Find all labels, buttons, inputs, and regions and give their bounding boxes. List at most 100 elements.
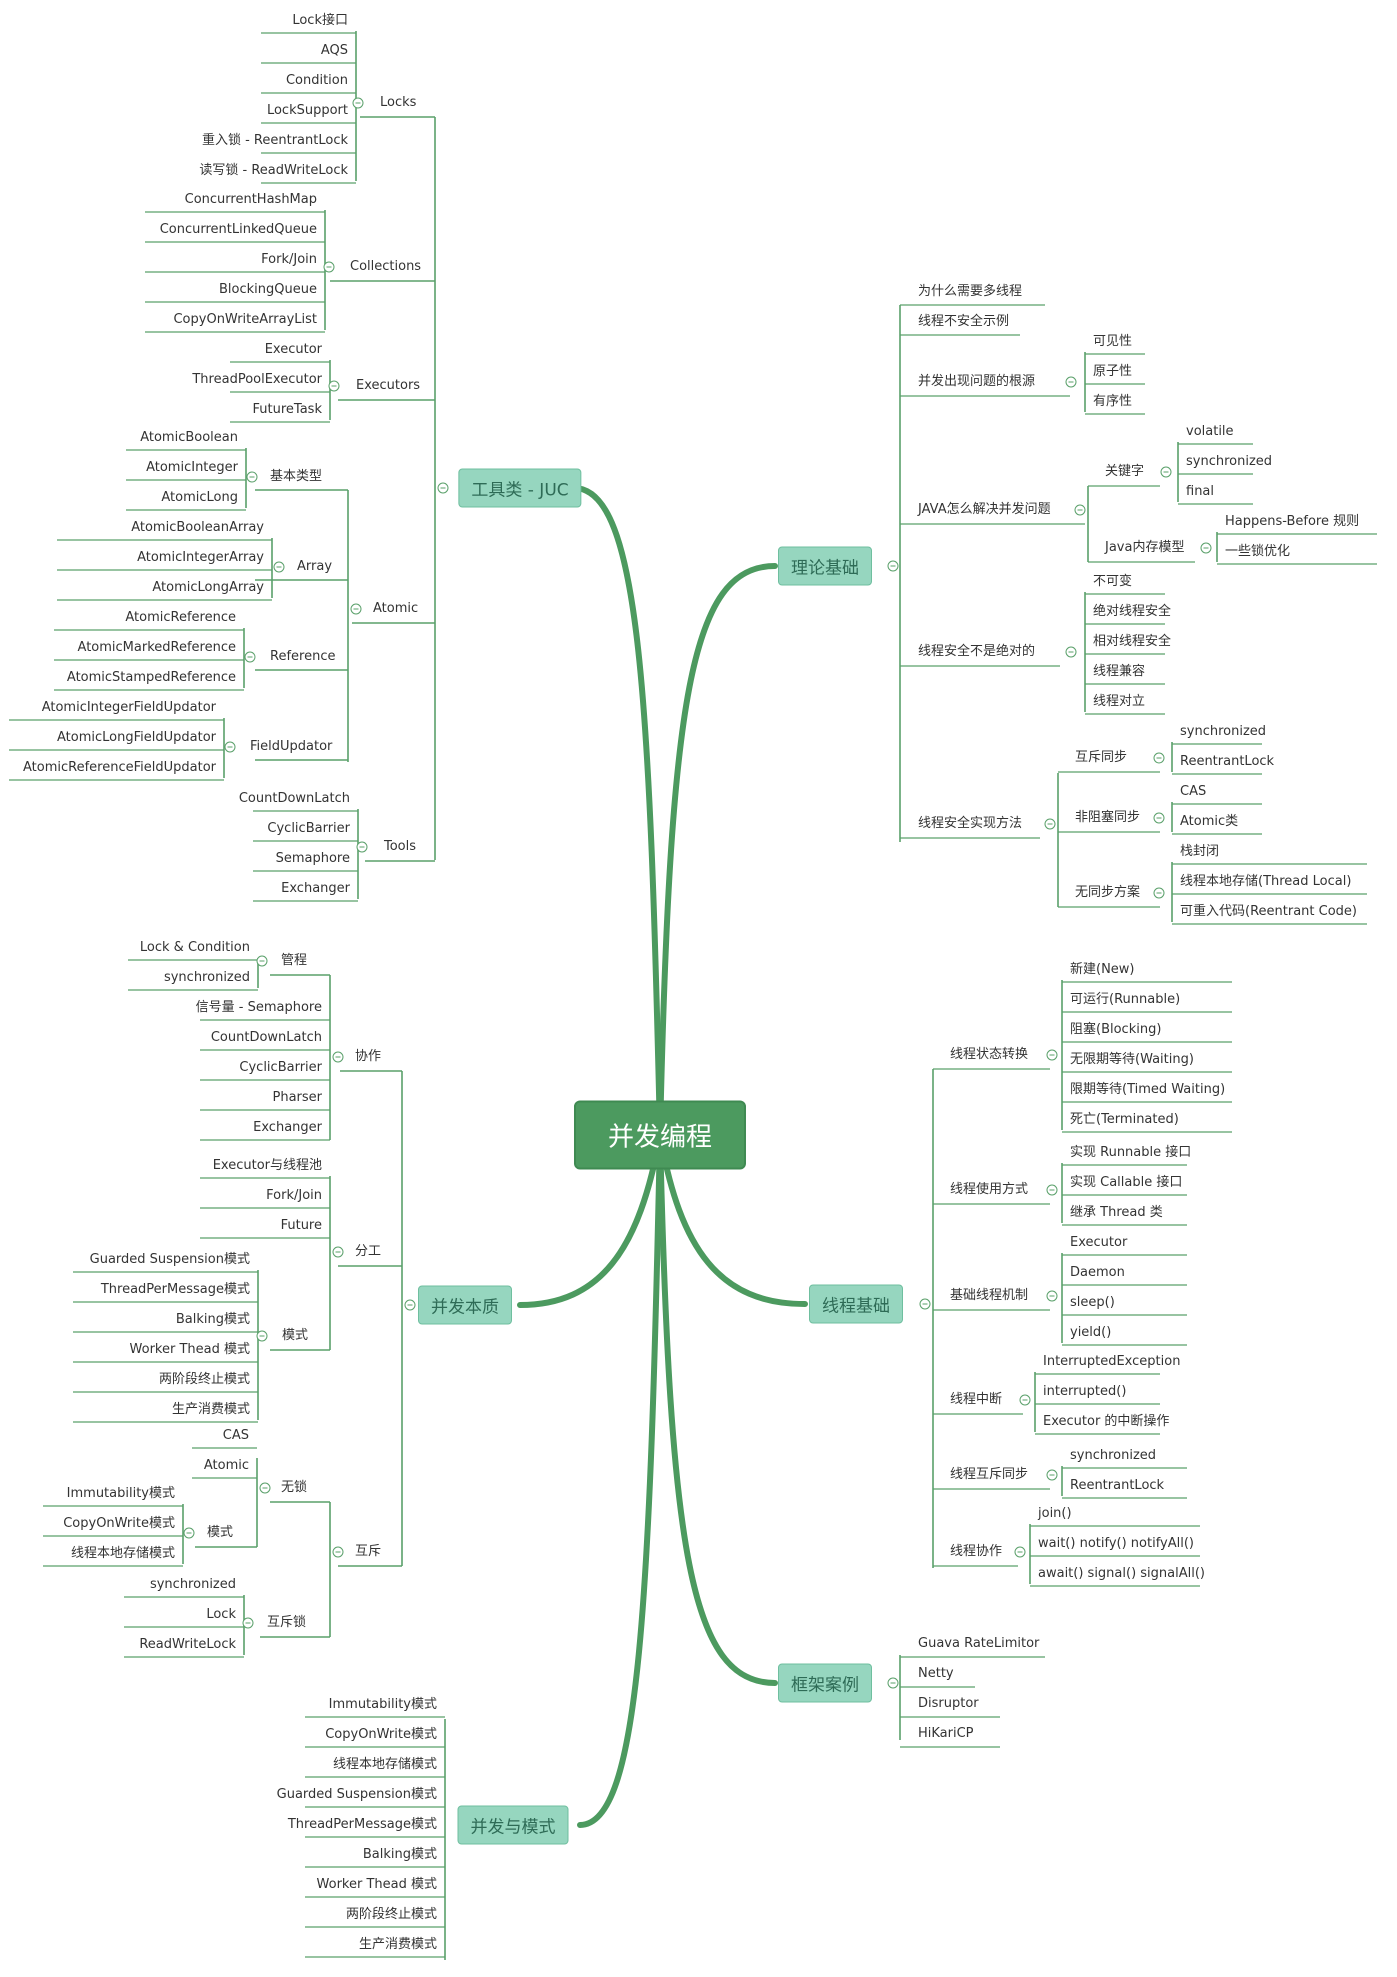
section-label: JAVA怎么解决并发问题: [918, 502, 1051, 517]
leaf-label: ReentrantLock: [1070, 1478, 1165, 1493]
branch-patterns[interactable]: 并发与模式: [457, 1805, 569, 1845]
collapse-toggle-icon[interactable]: [1046, 1049, 1058, 1061]
collapse-toggle-icon[interactable]: [1046, 1469, 1058, 1481]
collapse-toggle-icon[interactable]: [183, 1527, 195, 1539]
collapse-toggle-icon[interactable]: [1153, 887, 1165, 899]
subsection-label: 模式: [207, 1525, 234, 1540]
collapse-toggle-icon[interactable]: [1074, 504, 1086, 516]
leaf-label: AtomicBoolean: [140, 430, 238, 445]
leaf-label: AtomicLongFieldUpdator: [57, 730, 216, 745]
collapse-toggle-icon[interactable]: [246, 471, 258, 483]
section-label: 线程安全实现方法: [918, 816, 1023, 831]
collapse-toggle-icon[interactable]: [350, 603, 362, 615]
leaf-label: ConcurrentHashMap: [184, 192, 317, 207]
branch-juc[interactable]: 工具类 - JUC: [458, 468, 582, 508]
collapse-toggle-icon[interactable]: [224, 741, 236, 753]
leaf-label: CyclicBarrier: [239, 1060, 322, 1075]
trunk-connector: [657, 1132, 778, 1686]
collapse-toggle-icon[interactable]: [404, 1299, 416, 1311]
subsection-label: 基本类型: [270, 469, 323, 484]
collapse-toggle-icon[interactable]: [1153, 752, 1165, 764]
leaf-label: await() signal() signalAll(): [1038, 1566, 1205, 1581]
leaf-label: CopyOnWrite模式: [63, 1516, 175, 1531]
leaf-label: Pharser: [272, 1090, 322, 1105]
section-label: 为什么需要多线程: [918, 284, 1023, 299]
collapse-toggle-icon[interactable]: [1160, 466, 1172, 478]
collapse-toggle-icon[interactable]: [887, 560, 899, 572]
leaf-label: 死亡(Terminated): [1070, 1112, 1179, 1127]
leaf-label: 栈封闭: [1180, 844, 1220, 859]
collapse-toggle-icon[interactable]: [256, 955, 268, 967]
leaf-label: Immutability模式: [66, 1486, 175, 1501]
leaf-label: Fork/Join: [266, 1188, 322, 1203]
collapse-toggle-icon[interactable]: [356, 841, 368, 853]
leaf-label: Semaphore: [275, 851, 350, 866]
branch-thread[interactable]: 线程基础: [809, 1284, 903, 1324]
collapse-toggle-icon[interactable]: [1065, 376, 1077, 388]
collapse-toggle-icon[interactable]: [332, 1546, 344, 1558]
leaf-label: Exchanger: [253, 1120, 322, 1135]
central-topic[interactable]: 并发编程: [573, 1100, 747, 1170]
collapse-toggle-icon[interactable]: [273, 561, 285, 573]
collapse-toggle-icon[interactable]: [1046, 1290, 1058, 1302]
leaf-label: Lock接口: [292, 13, 348, 28]
leaf-label: HiKariCP: [918, 1726, 974, 1741]
trunk-connector: [657, 1132, 808, 1307]
collapse-toggle-icon[interactable]: [332, 1051, 344, 1063]
collapse-toggle-icon[interactable]: [1014, 1546, 1026, 1558]
section-label: 分工: [355, 1244, 382, 1259]
collapse-toggle-icon[interactable]: [323, 261, 335, 273]
leaf-label: 有序性: [1093, 394, 1133, 409]
leaf-label: 可见性: [1093, 334, 1133, 349]
collapse-toggle-icon[interactable]: [1153, 812, 1165, 824]
collapse-toggle-icon[interactable]: [256, 1330, 268, 1342]
leaf-label: yield(): [1070, 1325, 1112, 1340]
collapse-toggle-icon[interactable]: [437, 482, 449, 494]
collapse-toggle-icon[interactable]: [1200, 542, 1212, 554]
collapse-toggle-icon[interactable]: [1065, 646, 1077, 658]
leaf-label: Netty: [918, 1666, 954, 1681]
collapse-toggle-icon[interactable]: [1019, 1394, 1031, 1406]
section-label: Tools: [384, 839, 417, 854]
collapse-toggle-icon[interactable]: [259, 1482, 271, 1494]
subsection-label: 无同步方案: [1075, 885, 1141, 900]
branch-essence[interactable]: 并发本质: [418, 1285, 512, 1325]
leaf-label: 线程本地存储模式: [70, 1546, 175, 1561]
leaf-label: Lock: [206, 1607, 236, 1622]
trunk-connector: [517, 1132, 663, 1308]
leaf-label: 生产消费模式: [171, 1402, 250, 1417]
leaf-label: 阻塞(Blocking): [1070, 1022, 1162, 1037]
collapse-toggle-icon[interactable]: [328, 380, 340, 392]
leaf-label: LockSupport: [266, 103, 348, 118]
leaf-label: synchronized: [1186, 454, 1273, 469]
leaf-label: final: [1186, 484, 1215, 499]
collapse-toggle-icon[interactable]: [887, 1677, 899, 1689]
section-label: Executors: [356, 378, 421, 393]
leaf-label: AQS: [320, 43, 348, 58]
collapse-toggle-icon[interactable]: [1044, 818, 1056, 830]
section-label: 基础线程机制: [950, 1288, 1029, 1303]
collapse-toggle-icon[interactable]: [242, 1617, 254, 1629]
collapse-toggle-icon[interactable]: [332, 1246, 344, 1258]
collapse-toggle-icon[interactable]: [919, 1298, 931, 1310]
collapse-toggle-icon[interactable]: [352, 97, 364, 109]
leaf-label: InterruptedException: [1043, 1354, 1181, 1369]
leaf-label: wait() notify() notifyAll(): [1038, 1536, 1195, 1551]
branch-framework[interactable]: 框架案例: [778, 1663, 872, 1703]
leaf-label: Exchanger: [281, 881, 350, 896]
collapse-toggle-icon[interactable]: [1046, 1184, 1058, 1196]
leaf-label: Disruptor: [918, 1696, 979, 1711]
leaf-label: 继承 Thread 类: [1070, 1205, 1163, 1220]
leaf-label: AtomicIntegerFieldUpdator: [41, 700, 216, 715]
leaf-label: Worker Thead 模式: [316, 1877, 437, 1892]
leaf-label: 可重入代码(Reentrant Code): [1180, 904, 1357, 919]
leaf-label: ConcurrentLinkedQueue: [159, 222, 317, 237]
branch-theory[interactable]: 理论基础: [778, 546, 872, 586]
leaf-label: 两阶段终止模式: [158, 1372, 250, 1387]
leaf-label: 相对线程安全: [1093, 634, 1172, 649]
leaf-label: 可运行(Runnable): [1070, 992, 1181, 1007]
leaf-label: 信号量 - Semaphore: [195, 1000, 322, 1015]
subsection-label: Java内存模型: [1105, 540, 1185, 555]
collapse-toggle-icon[interactable]: [244, 651, 256, 663]
